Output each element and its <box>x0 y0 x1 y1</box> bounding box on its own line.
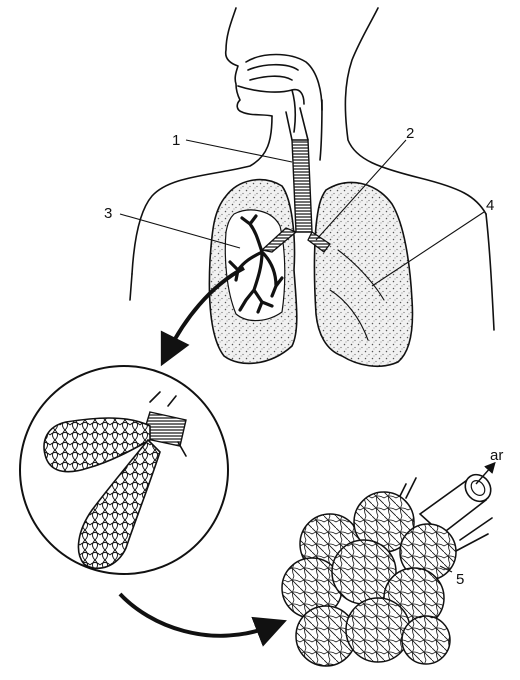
air-label: ar <box>490 447 503 464</box>
label-3: 3 <box>104 205 112 222</box>
arrow-to-alveoli-detail <box>120 594 272 636</box>
label-1: 1 <box>172 132 180 149</box>
body-outline <box>130 8 494 330</box>
label-4: 4 <box>486 197 494 214</box>
alveoli-cluster <box>282 470 496 666</box>
label-5: 5 <box>456 571 464 588</box>
right-lung <box>315 182 413 366</box>
label-1-group: 1 <box>172 132 292 162</box>
air-flow-indicator: ar <box>476 447 503 484</box>
label-2: 2 <box>406 125 414 142</box>
nasal-cavity <box>238 55 322 133</box>
left-lung-cutaway <box>209 180 296 364</box>
bronchiole-detail-circle <box>20 366 228 574</box>
